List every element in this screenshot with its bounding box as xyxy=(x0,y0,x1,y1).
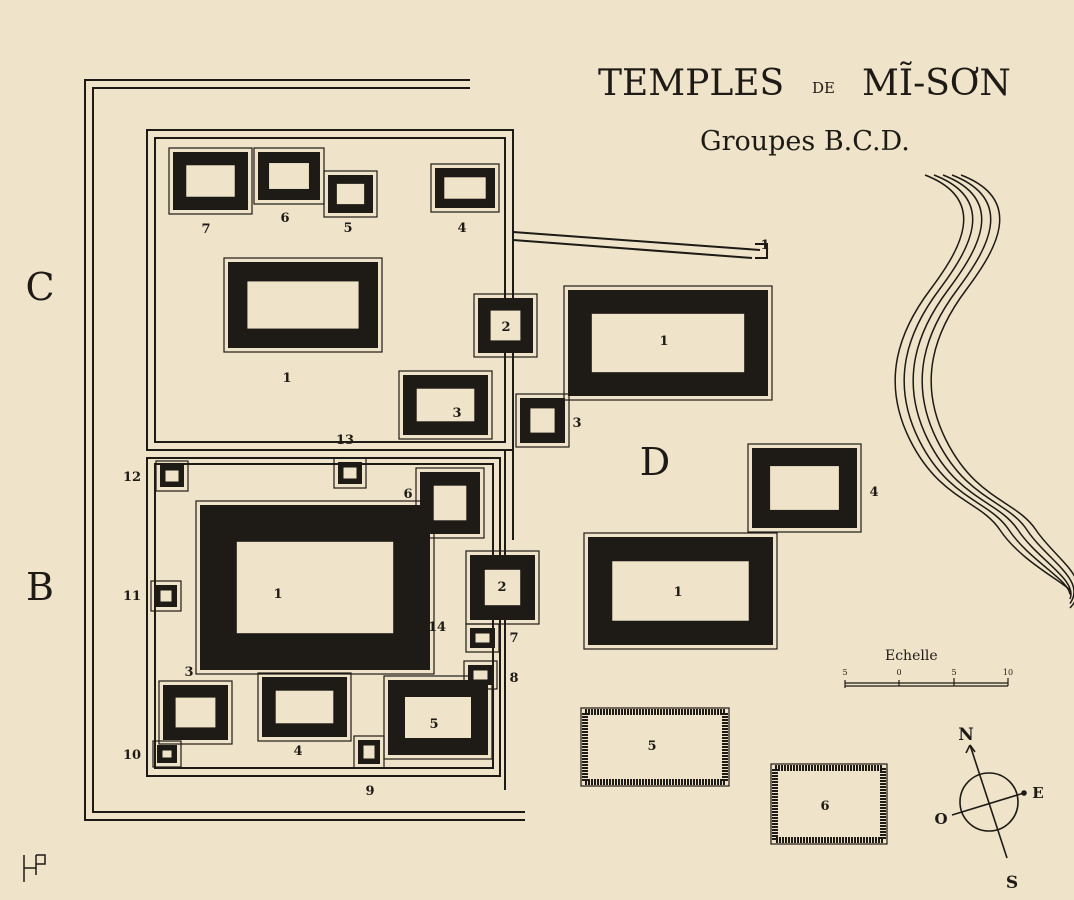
temple-b4 xyxy=(257,672,352,742)
compass-n: N xyxy=(958,725,974,745)
temple-d4 xyxy=(747,443,862,533)
d-label-2: 2 xyxy=(501,320,510,335)
b-label-2: 2 xyxy=(497,580,506,595)
temple-b3 xyxy=(158,680,233,745)
temple-b8 xyxy=(463,660,498,690)
temple-c5 xyxy=(323,170,378,218)
d-label-4: 4 xyxy=(869,485,878,500)
b-label-14: 14 xyxy=(428,620,446,635)
c-label-3: 3 xyxy=(452,406,461,421)
title-temples: TEMPLES xyxy=(598,63,784,104)
temple-c6 xyxy=(253,147,325,205)
river xyxy=(894,174,1074,609)
subtitle: Groupes B.C.D. xyxy=(700,126,910,157)
scale-tick-5-left: 5 xyxy=(842,668,847,677)
group-label-b: B xyxy=(26,565,54,609)
c-label-5: 5 xyxy=(343,221,352,236)
temple-b2 xyxy=(465,550,540,625)
temple-d3 xyxy=(515,393,570,448)
scale-bar: Echelle 5 0 5 10 xyxy=(842,648,1013,688)
b-label-8: 8 xyxy=(509,671,518,686)
b-label-10: 10 xyxy=(123,748,141,763)
d-label-wall-1: 1 xyxy=(760,238,769,253)
title-de: DE xyxy=(812,79,835,97)
c-label-6: 6 xyxy=(280,211,289,226)
temple-d5 xyxy=(580,707,730,787)
temple-b10 xyxy=(152,740,182,768)
temple-c4 xyxy=(430,163,500,213)
temple-b-north xyxy=(333,457,367,489)
temple-d6 xyxy=(770,763,888,845)
compass-e: E xyxy=(1032,784,1043,802)
temple-b9 xyxy=(353,735,385,769)
b-label-7: 7 xyxy=(509,631,518,646)
temple-d1-south xyxy=(583,532,778,650)
d-label-6: 6 xyxy=(820,799,829,814)
b-label-3: 3 xyxy=(184,665,193,680)
temple-c3 xyxy=(398,370,493,440)
scale-tick-10: 10 xyxy=(1003,668,1013,677)
d-label-1: 1 xyxy=(659,334,668,349)
temple-b11 xyxy=(150,580,182,612)
c-label-13: 13 xyxy=(336,433,354,448)
c-label-7: 7 xyxy=(201,222,210,237)
temple-b12 xyxy=(155,460,189,492)
monogram xyxy=(23,854,46,882)
temple-c7 xyxy=(168,147,253,215)
temple-b7 xyxy=(465,623,500,653)
scale-tick-5: 5 xyxy=(951,668,956,677)
c-label-1: 1 xyxy=(282,371,291,386)
b-label-9: 9 xyxy=(365,784,374,799)
temple-b1 xyxy=(195,500,435,675)
temple-b6 xyxy=(415,467,485,539)
b-label-4: 4 xyxy=(293,744,302,759)
group-label-c: C xyxy=(25,265,54,309)
d-label-1-south: 1 xyxy=(673,585,682,600)
compass-s: S xyxy=(1006,873,1018,893)
compass-rose xyxy=(951,744,1027,859)
group-label-d: D xyxy=(640,440,670,484)
d-label-3: 3 xyxy=(572,416,581,431)
d-label-5: 5 xyxy=(647,739,656,754)
temple-b5 xyxy=(383,675,493,760)
b-label-1: 1 xyxy=(273,587,282,602)
temple-buildings xyxy=(150,147,888,845)
c-label-4: 4 xyxy=(457,221,466,236)
scale-tick-0: 0 xyxy=(896,668,901,677)
compass-o: O xyxy=(934,810,947,828)
b-label-12: 12 xyxy=(123,470,141,485)
title-mi-son: MĨ-SƠN xyxy=(862,62,1011,104)
temple-d2 xyxy=(473,293,538,358)
b-label-11: 11 xyxy=(123,589,141,604)
b-label-5: 5 xyxy=(429,717,438,732)
temple-d1 xyxy=(563,285,773,401)
b-label-6: 6 xyxy=(403,487,412,502)
scale-label: Echelle xyxy=(885,648,938,664)
temple-c1 xyxy=(223,257,383,353)
